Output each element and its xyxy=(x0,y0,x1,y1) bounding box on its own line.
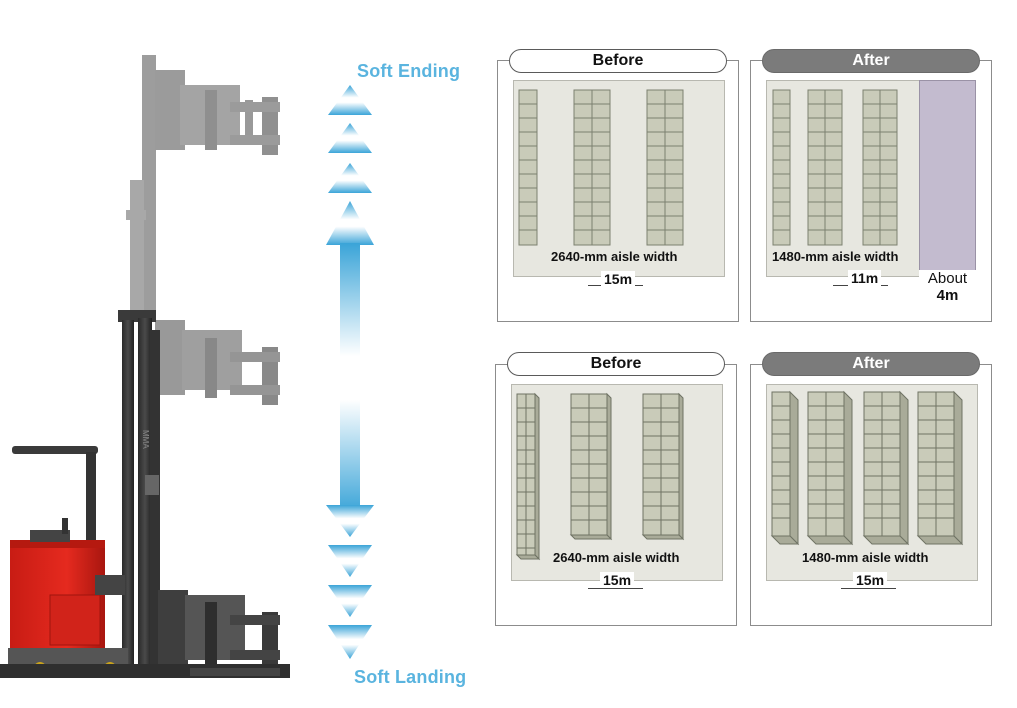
comparison-2-before-panel: 2640-mm aisle width 15m xyxy=(495,364,737,626)
rack-layout-3d xyxy=(770,390,964,546)
warehouse-floor xyxy=(513,80,725,277)
comparison-2-before-title: Before xyxy=(507,352,725,376)
aisle-width-label: 1480-mm aisle width xyxy=(769,249,902,264)
freed-space-about: About xyxy=(927,270,968,287)
freed-space-value: 4m xyxy=(936,287,959,304)
length-label: 15m xyxy=(601,271,636,287)
length-dimension-line xyxy=(588,588,643,589)
length-label: 15m xyxy=(853,572,888,588)
rack-double-2 xyxy=(862,390,910,546)
rack-dividers xyxy=(519,103,683,231)
soft-ending-label: Soft Ending xyxy=(357,61,461,81)
rack-double-2 xyxy=(646,89,684,246)
forklift-body xyxy=(0,518,290,678)
length-label: 15m xyxy=(600,572,635,588)
length-label: 11m xyxy=(848,270,882,286)
rack-double-3 xyxy=(916,390,964,546)
comparison-1-before-title: Before xyxy=(509,49,727,73)
rack-double-1 xyxy=(806,390,854,546)
forklift-illustration: MMA xyxy=(0,55,290,678)
rack-layout xyxy=(772,89,898,246)
rack-single xyxy=(518,89,538,246)
aisle-width-label: 2640-mm aisle width xyxy=(550,550,683,565)
lower-carriage xyxy=(158,590,280,674)
rack-layout-3d xyxy=(515,392,685,561)
soft-landing-label: Soft Landing xyxy=(354,667,467,687)
freed-space-area xyxy=(919,80,976,277)
aisle-width-label: 2640-mm aisle width xyxy=(548,249,681,264)
soft-motion-arrow xyxy=(326,85,374,659)
comparison-2-after-title: After xyxy=(762,352,980,376)
comparison-2-after-panel: 1480-mm aisle width 15m xyxy=(750,364,992,626)
rack-single xyxy=(770,390,800,546)
aisle-width-label: 1480-mm aisle width xyxy=(799,550,932,565)
rack-double-2 xyxy=(641,392,685,541)
mast: MMA xyxy=(118,310,160,670)
mast-brand-text: MMA xyxy=(141,430,150,449)
rack-layout xyxy=(518,89,684,246)
comparison-1-before-panel: 2640-mm aisle width 15m xyxy=(497,60,739,322)
raised-carriage-ghost xyxy=(126,55,280,310)
length-dimension-line xyxy=(841,588,896,589)
overhead-guard xyxy=(12,446,98,542)
comparison-1-after-title: After xyxy=(762,49,980,73)
rack-double-1 xyxy=(569,392,613,541)
freed-space-label: About 4m xyxy=(919,270,976,304)
comparison-1-after-panel: 1480-mm aisle width 11m About 4m xyxy=(750,60,992,322)
rack-double-1 xyxy=(573,89,611,246)
warehouse-floor xyxy=(511,384,723,581)
arrow-shapes xyxy=(326,85,374,659)
middle-carriage-ghost xyxy=(155,320,280,405)
